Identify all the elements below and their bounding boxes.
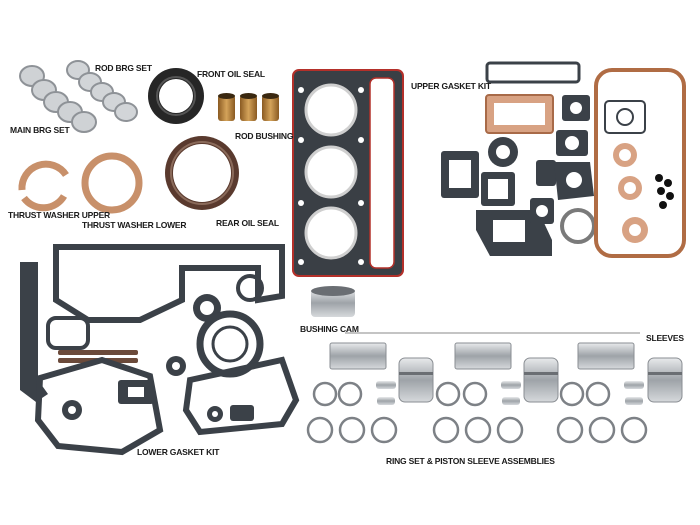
label-sleeves: SLEEVES bbox=[646, 333, 684, 343]
label-lower-gasket-kit: LOWER GASKET KIT bbox=[137, 447, 220, 457]
piston-pins bbox=[376, 381, 644, 405]
label-rod-bushing: ROD BUSHING bbox=[235, 131, 294, 141]
label-main-brg-set: MAIN BRG SET bbox=[10, 125, 70, 135]
label-upper-gasket-kit: UPPER GASKET KIT bbox=[411, 81, 491, 91]
bushing-cam bbox=[311, 286, 355, 317]
label-thrust-washer-lower: THRUST WASHER LOWER bbox=[82, 220, 187, 230]
rod-bearing-set bbox=[66, 60, 138, 122]
label-rear-oil-seal: REAR OIL SEAL bbox=[216, 218, 279, 228]
label-front-oil-seal: FRONT OIL SEAL bbox=[197, 69, 265, 79]
label-thrust-washer-upper: THRUST WASHER UPPER bbox=[8, 210, 110, 220]
head-gasket bbox=[292, 69, 404, 277]
label-bushing-cam: BUSHING CAM bbox=[300, 324, 359, 334]
rod-bushings bbox=[218, 93, 279, 121]
pistons bbox=[398, 357, 683, 403]
rear-oil-seal bbox=[165, 136, 239, 210]
label-rod-brg-set: ROD BRG SET bbox=[95, 63, 152, 73]
thrust-washer-upper bbox=[18, 160, 69, 212]
main-bearing-set bbox=[19, 65, 97, 133]
sleeves bbox=[329, 342, 635, 370]
label-ring-set-piston-sleeve: RING SET & PISTON SLEEVE ASSEMBLIES bbox=[386, 456, 555, 466]
front-oil-seal bbox=[148, 68, 204, 124]
upper-gasket-kit-pieces bbox=[441, 61, 686, 258]
lower-gasket-kit bbox=[20, 244, 300, 456]
thrust-washer-lower bbox=[81, 152, 143, 214]
piston-ring-sets bbox=[306, 381, 648, 444]
